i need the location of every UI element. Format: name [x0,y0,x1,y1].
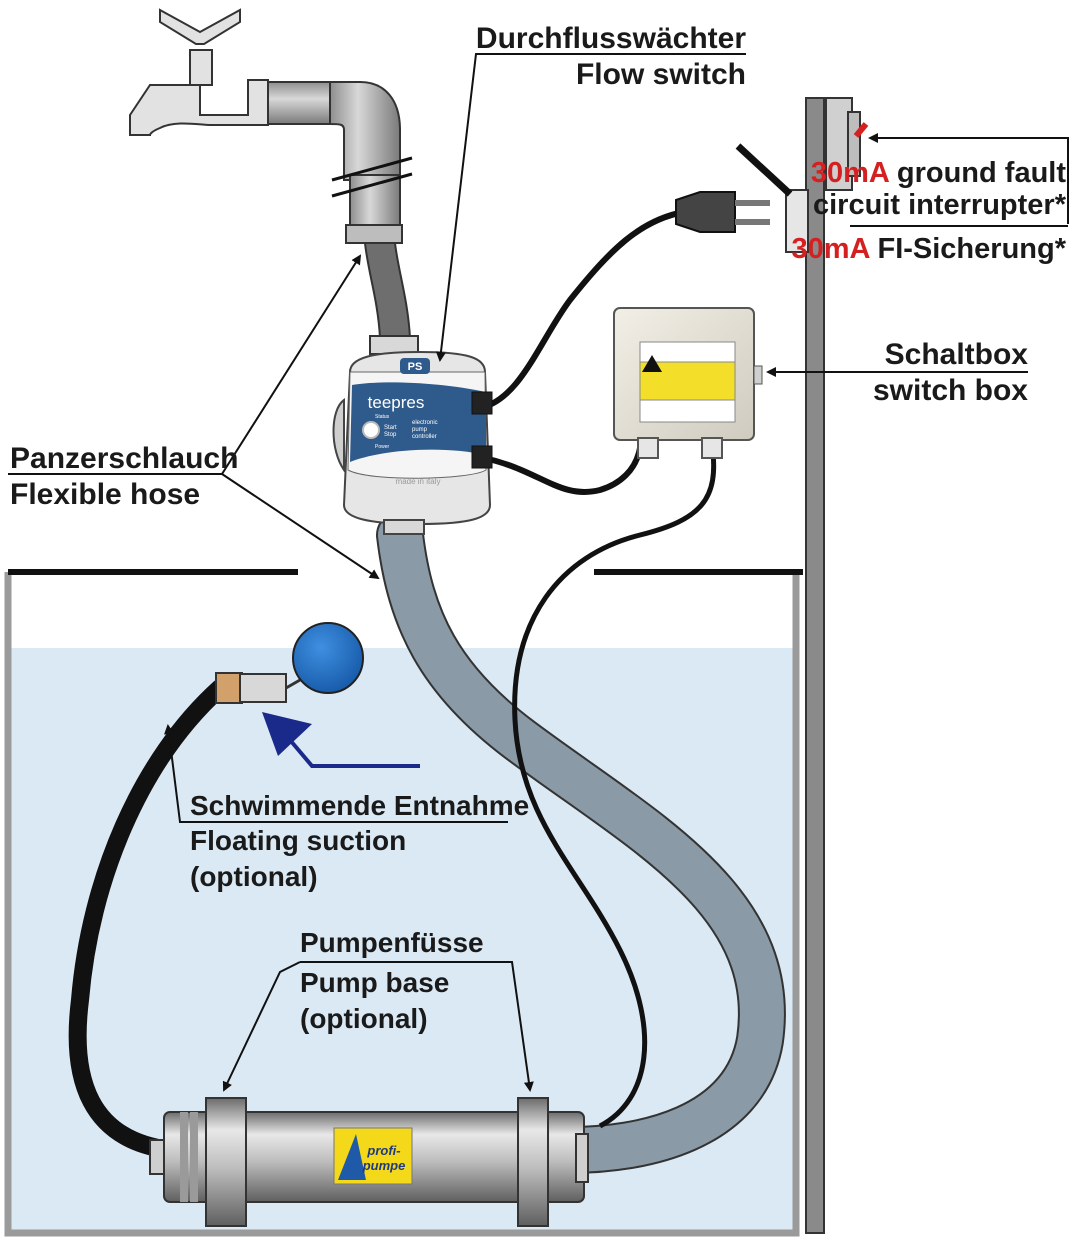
device-start-label: Start [384,425,397,431]
label-hose-en: Flexible hose [10,478,200,511]
start-stop-button[interactable] [362,421,380,439]
leader-lines [8,53,1069,1092]
logo-line-2: pumpe [362,1158,406,1173]
device-badge: PS [408,361,423,373]
label-flow-switch-en: Flow switch [576,58,746,91]
labels: Durchflusswächter Flow switch 30mA groun… [10,22,1067,1034]
label-switch-box-en: switch box [873,374,1028,407]
suction-flow-arrow [262,712,420,768]
water-tap [129,8,269,136]
label-rcd-en-rest: ground fault [889,157,1067,189]
submersible-pump: profi- pumpe [149,1097,589,1227]
label-flow-switch-de: Durchflusswächter [476,22,746,55]
label-base-en: Pump base [300,967,449,998]
wall-post [805,97,825,1234]
device-stop-label: Stop [384,432,397,438]
pump-cable [512,444,717,1129]
logo-line-1: profi- [366,1143,400,1158]
device-desc-3: controller [412,434,437,440]
flow-switch-device: PS teepres Status Start Stop Power elect… [332,350,493,535]
power-cable [479,209,685,411]
device-desc-2: pump [412,427,428,433]
wall-socket [735,143,809,253]
label-base-opt: (optional) [300,1003,428,1034]
water-pipe [267,81,413,244]
label-rcd-en-line1: 30mA ground fault [811,157,1066,189]
label-suction-en: Floating suction [190,825,406,856]
device-power-label: Power [375,444,390,450]
rcd-breaker [825,97,869,191]
label-suction-de: Schwimmende Entnahme [190,790,529,821]
floating-suction [68,622,364,1159]
label-base-de: Pumpenfüsse [300,927,484,958]
switch-box [613,307,763,459]
device-brand: teepres [368,393,425,412]
label-rcd-en-value: 30mA [811,157,890,189]
device-desc-1: electronic [412,420,438,426]
device-status-label: Status [375,414,390,420]
device-bottom-brand: made in italy [396,477,441,486]
label-rcd-de-rest: FI-Sicherung* [869,233,1066,265]
label-rcd-de-value: 30mA [792,233,871,265]
power-plug [675,191,770,233]
label-rcd-de: 30mA FI-Sicherung* [792,233,1067,265]
controller-box-cable [483,447,643,495]
flex-hose-top [363,242,412,339]
label-hose-de: Panzerschlauch [10,442,238,475]
tank-walls [4,572,800,1237]
float-ball [292,622,364,694]
label-suction-opt: (optional) [190,861,318,892]
label-rcd-en-line2: circuit interrupter* [813,189,1067,221]
label-switch-box-de: Schaltbox [885,338,1029,371]
